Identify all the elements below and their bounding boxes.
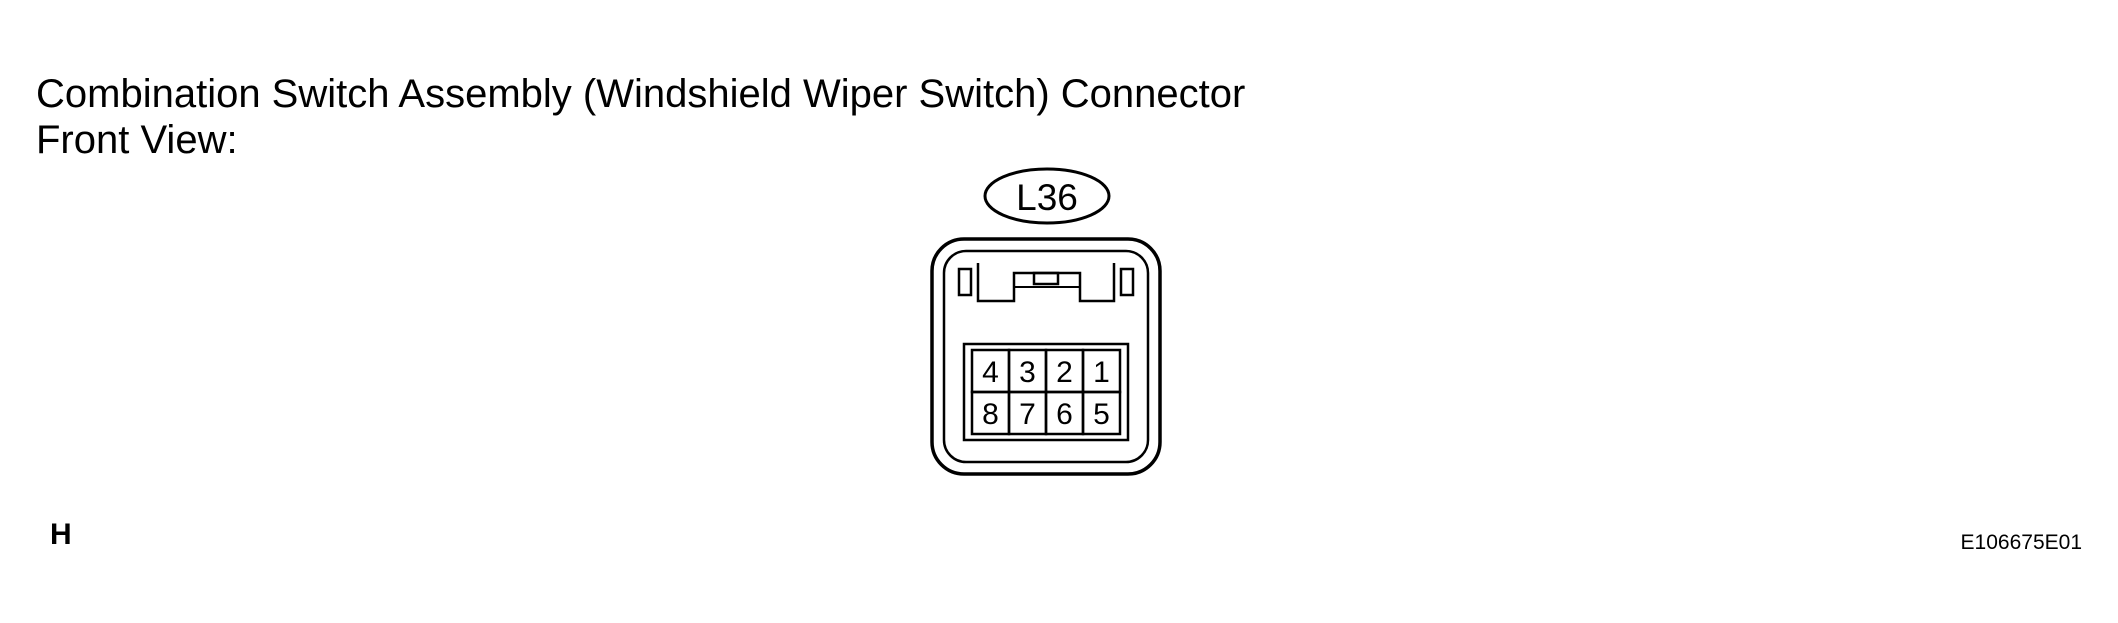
figure-id: E106675E01 — [1960, 531, 2082, 554]
connector-code-ellipse — [983, 167, 1111, 225]
pin-number: 1 — [1093, 356, 1110, 389]
view-label: Front View: — [36, 118, 238, 162]
pin-number: 4 — [982, 356, 999, 389]
pin-cell — [1081, 390, 1122, 436]
pin-number: 6 — [1056, 398, 1073, 431]
keyway-tab — [1032, 271, 1060, 286]
pin-number: 5 — [1093, 398, 1110, 431]
pin-number: 7 — [1019, 398, 1036, 431]
housing-outer — [930, 237, 1162, 476]
left-lock-slot — [957, 267, 973, 297]
connector-code-text: L36 — [1016, 177, 1078, 218]
terminal-block — [962, 342, 1130, 442]
housing-inner — [942, 249, 1150, 464]
right-lock-slot — [1119, 267, 1135, 297]
pin-number: 8 — [982, 398, 999, 431]
section-code: H — [50, 518, 72, 551]
connector-code-label: L36 — [983, 167, 1111, 225]
diagram-title: Combination Switch Assembly (Windshield … — [36, 72, 1246, 116]
pin-number: 2 — [1056, 356, 1073, 389]
pin-number: 3 — [1019, 356, 1036, 389]
connector-housing — [930, 237, 1162, 476]
